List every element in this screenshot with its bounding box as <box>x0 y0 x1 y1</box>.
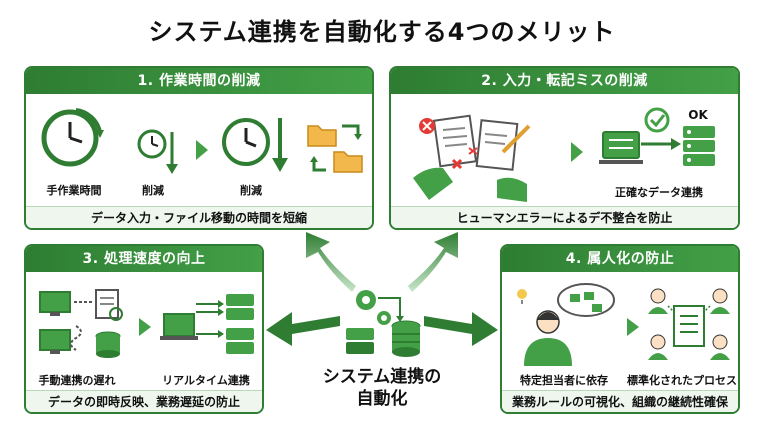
realtime-sync-icon <box>160 294 254 354</box>
card-work-time-reduction: 1. 作業時間の削減 手作業時間 削減 削減 データ入力・ファイル移動の時間を短… <box>24 66 374 230</box>
label-realtime-sync: リアルタイム連携 <box>162 374 250 387</box>
card-dependency-prevention: 4. 属人化の防止 特定担当者に依存 標準化されたプロセス 業務ルールの可視化、… <box>500 244 740 414</box>
arrow-to-card2 <box>408 232 458 292</box>
card-input-error-reduction: 2. 入力・転記ミスの削減 OK 正確なデータ連携 <box>389 66 740 230</box>
card-header: 2. 入力・転記ミスの削減 <box>391 68 738 94</box>
large-clock-icon <box>41 108 104 167</box>
card-speed-improvement: 3. 処理速度の向上 手動連携の遅れ リアルタイム連携 データの即時反映、業務遅… <box>24 244 264 414</box>
card-header: 4. 属人化の防止 <box>502 246 738 272</box>
card-footer: データ入力・ファイル移動の時間を短縮 <box>26 206 372 228</box>
standard-process-icon <box>648 288 730 360</box>
arrow-to-card4 <box>424 312 498 346</box>
dependent-person-icon <box>517 283 615 366</box>
card-footer: データの即時反映、業務遅延の防止 <box>26 390 262 412</box>
manual-transfer-icon <box>39 289 123 358</box>
chevron-right-icon <box>139 318 151 336</box>
label-standard-process: 標準化されたプロセス <box>627 374 737 387</box>
center-label: システム連携の 自動化 <box>302 366 462 410</box>
card-footer: 業務ルールの可視化、組織の継続性確保 <box>502 390 738 412</box>
arrow-to-card1 <box>306 232 356 292</box>
label-manual-delay: 手動連携の遅れ <box>38 374 116 387</box>
ok-label: OK <box>688 108 708 122</box>
label-accurate-sync: 正確なデータ連携 <box>615 186 703 199</box>
label-manual-time: 手作業時間 <box>46 184 102 197</box>
folder-transfer-icon <box>307 124 363 173</box>
page-title: システム連携を自動化する4つのメリット <box>148 18 616 46</box>
documents-error-icon <box>413 114 531 202</box>
chevron-right-icon <box>571 142 583 162</box>
small-clock-icon <box>137 129 178 174</box>
label-reduction-1: 削減 <box>142 184 164 197</box>
card-header: 1. 作業時間の削減 <box>26 68 372 94</box>
card-footer: ヒューマンエラーによるデ不整合を防止 <box>391 206 738 228</box>
center-label-line2: 自動化 <box>356 389 408 409</box>
server-sync-icon <box>599 107 715 166</box>
chevron-right-icon <box>627 318 639 336</box>
card-header: 3. 処理速度の向上 <box>26 246 262 272</box>
arrow-to-card3 <box>266 312 340 346</box>
label-reduction-2: 削減 <box>240 184 262 197</box>
chevron-right-icon <box>196 140 208 160</box>
automation-hub-icon <box>346 290 421 357</box>
label-specific-person: 特定担当者に依存 <box>520 374 608 387</box>
center-label-line1: システム連携の <box>322 367 442 387</box>
clock-reduced-icon <box>222 118 288 172</box>
